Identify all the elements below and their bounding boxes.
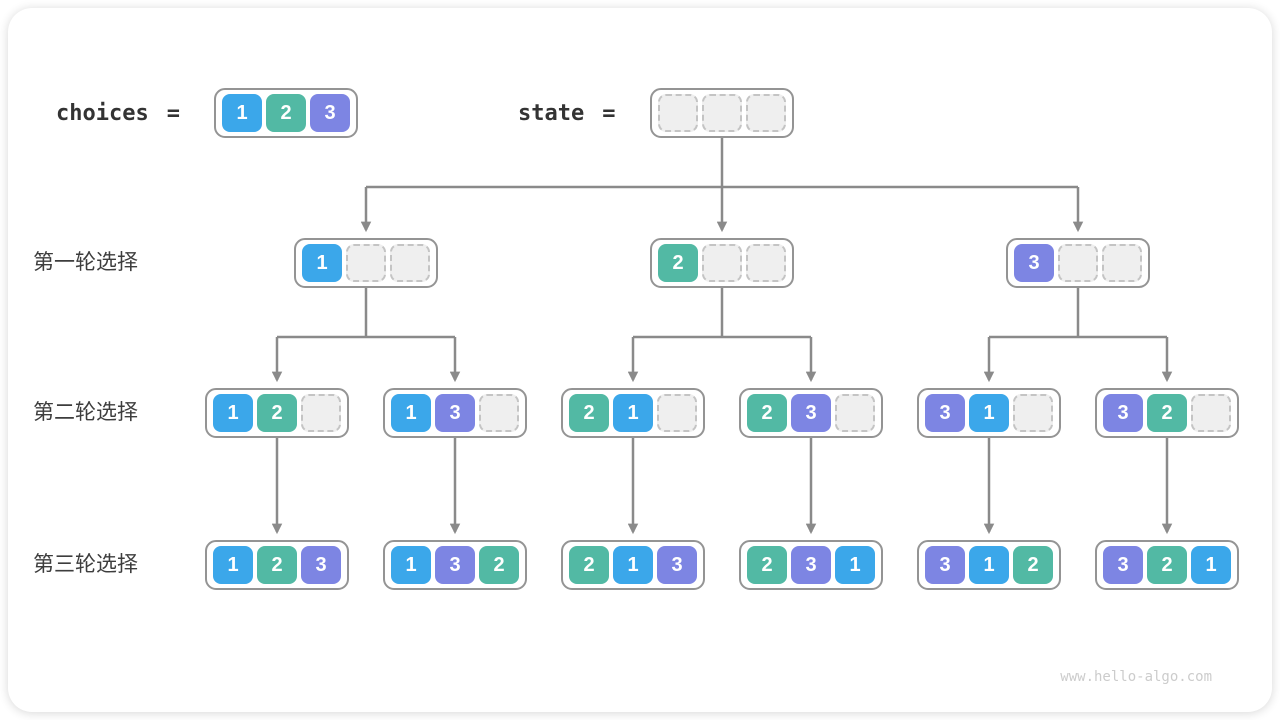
state-node: 2 3 1 (739, 540, 883, 590)
choice-cell: 3 (310, 94, 350, 132)
state-label: state (518, 100, 585, 126)
state-cell: 1 (613, 394, 653, 432)
state-node: 2 3 (739, 388, 883, 438)
state-cell (658, 94, 698, 132)
state-node: 3 1 2 (917, 540, 1061, 590)
state-cell (746, 244, 786, 282)
state-cell: 2 (257, 394, 297, 432)
state-cell (479, 394, 519, 432)
state-cell: 1 (613, 546, 653, 584)
state-cell: 3 (1103, 546, 1143, 584)
state-cell: 2 (747, 394, 787, 432)
state-cell (1013, 394, 1053, 432)
state-cell (1102, 244, 1142, 282)
state-cell: 3 (301, 546, 341, 584)
state-cell (746, 94, 786, 132)
round-2-label: 第二轮选择 (33, 401, 138, 424)
state-cell: 2 (1147, 546, 1187, 584)
equals-sign: = (166, 100, 180, 126)
choice-cell: 1 (222, 94, 262, 132)
state-node: 3 2 1 (1095, 540, 1239, 590)
round-3-label: 第三轮选择 (33, 553, 138, 576)
state-cell: 3 (1014, 244, 1054, 282)
state-cell (657, 394, 697, 432)
state-cell (702, 244, 742, 282)
state-cell: 2 (479, 546, 519, 584)
state-cell: 3 (435, 546, 475, 584)
state-cell: 3 (791, 546, 831, 584)
state-node: 1 2 (205, 388, 349, 438)
state-node: 1 3 (383, 388, 527, 438)
state-node: 1 2 3 (205, 540, 349, 590)
state-cell (346, 244, 386, 282)
state-cell: 1 (213, 394, 253, 432)
state-cell: 1 (969, 546, 1009, 584)
state-cell: 3 (791, 394, 831, 432)
state-cell: 2 (569, 546, 609, 584)
state-node: 3 1 (917, 388, 1061, 438)
state-cell (301, 394, 341, 432)
state-cell: 2 (257, 546, 297, 584)
state-cell (835, 394, 875, 432)
state-cell: 3 (925, 394, 965, 432)
state-cell: 1 (302, 244, 342, 282)
choices-box: 1 2 3 (214, 88, 358, 138)
choice-cell: 2 (266, 94, 306, 132)
state-cell: 1 (1191, 546, 1231, 584)
watermark: www.hello-algo.com (1060, 669, 1212, 685)
round-1-label: 第一轮选择 (33, 251, 138, 274)
state-cell: 1 (391, 394, 431, 432)
state-node: 1 (294, 238, 438, 288)
state-cell (1191, 394, 1231, 432)
state-cell (702, 94, 742, 132)
state-node: 1 3 2 (383, 540, 527, 590)
state-cell: 2 (747, 546, 787, 584)
state-cell: 2 (658, 244, 698, 282)
state-cell: 1 (835, 546, 875, 584)
state-node: 2 1 (561, 388, 705, 438)
state-node: 3 2 (1095, 388, 1239, 438)
state-cell: 1 (213, 546, 253, 584)
state-cell: 3 (1103, 394, 1143, 432)
state-cell: 3 (925, 546, 965, 584)
state-cell: 3 (435, 394, 475, 432)
state-cell: 1 (969, 394, 1009, 432)
state-label-group: state = (518, 88, 615, 138)
choices-label-group: choices = (56, 88, 180, 138)
state-cell: 2 (1013, 546, 1053, 584)
state-node: 2 (650, 238, 794, 288)
state-node: 2 1 3 (561, 540, 705, 590)
state-box (650, 88, 794, 138)
equals-sign: = (602, 100, 616, 126)
state-cell: 1 (391, 546, 431, 584)
state-node: 3 (1006, 238, 1150, 288)
state-cell: 3 (657, 546, 697, 584)
state-cell: 2 (1147, 394, 1187, 432)
diagram-card (8, 8, 1272, 712)
state-cell: 2 (569, 394, 609, 432)
choices-label: choices (56, 100, 149, 126)
state-cell (1058, 244, 1098, 282)
state-cell (390, 244, 430, 282)
